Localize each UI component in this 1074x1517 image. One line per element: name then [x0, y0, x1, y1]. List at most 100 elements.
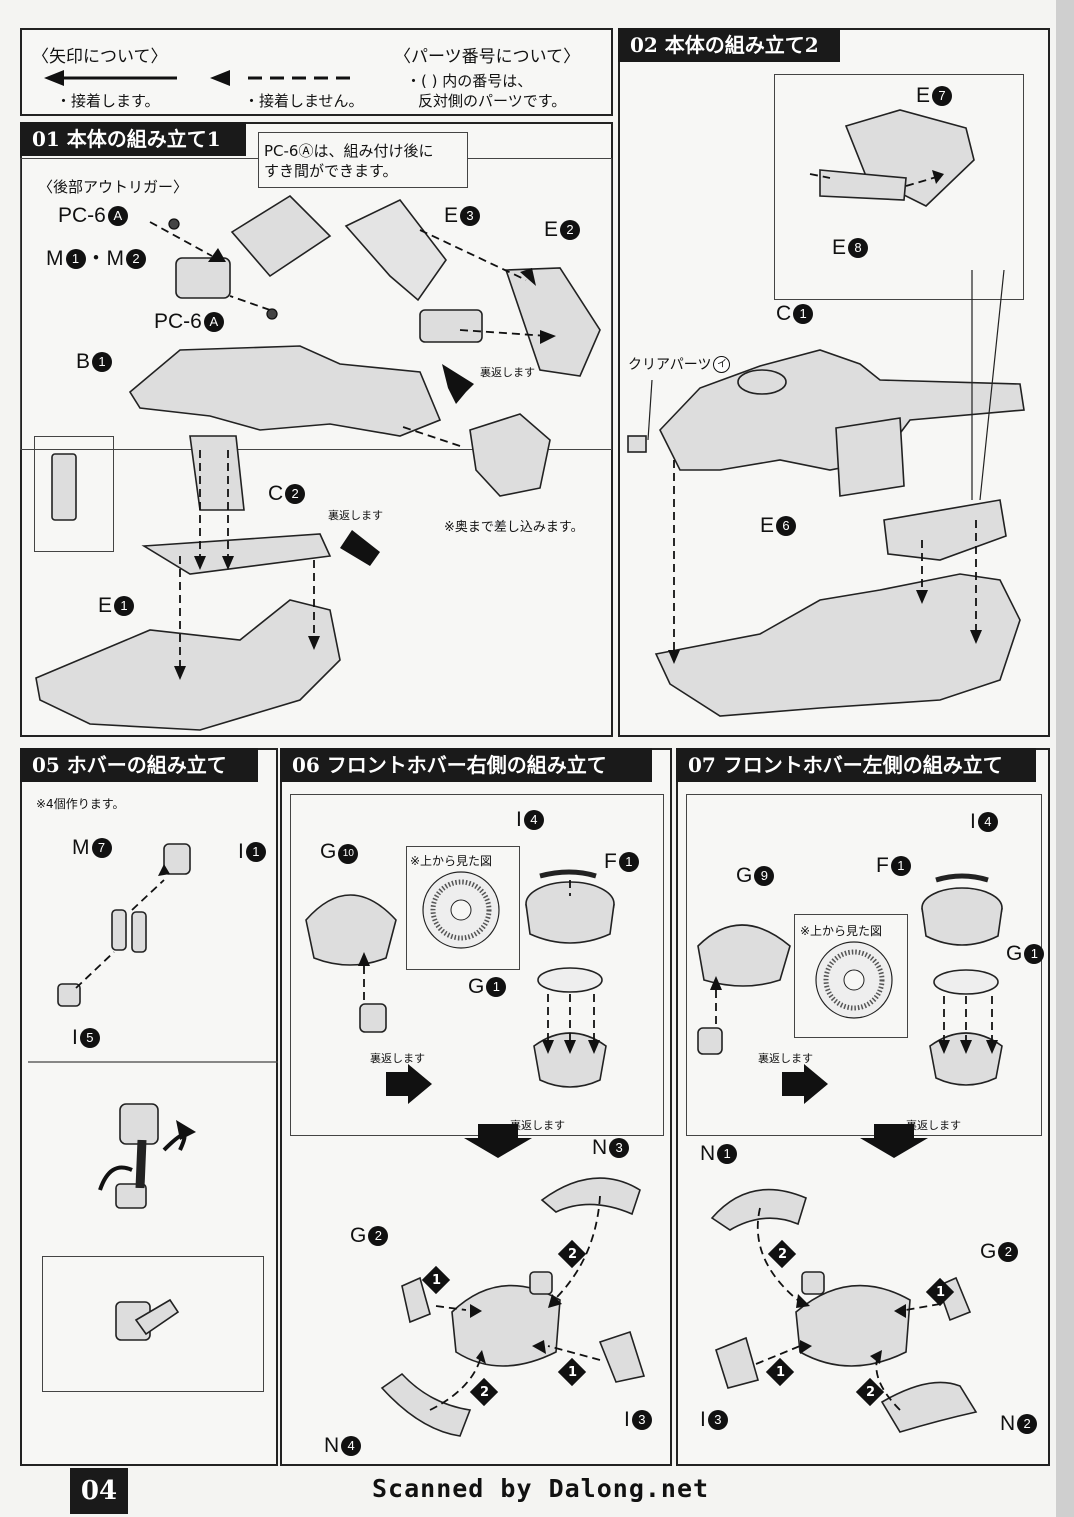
e3-marker: 3: [460, 206, 481, 226]
s06-i4-marker: 4: [523, 810, 544, 830]
clear-part-marker: イ: [713, 356, 731, 373]
pc6a-top-text: PC-6: [58, 204, 106, 227]
s06-g2-text: G: [350, 1224, 367, 1247]
arrow-legend-title: 〈矢印について〉: [32, 47, 168, 67]
c2-marker: 2: [285, 484, 306, 504]
n2-text: N: [1000, 1412, 1016, 1435]
clear-part-label: クリアパーツイ: [628, 354, 731, 374]
s06-g1-text: G: [468, 975, 485, 998]
s06-g2-marker: 2: [368, 1226, 389, 1246]
s07-i4-text: I: [970, 810, 976, 833]
s06-i4-text: I: [516, 808, 522, 831]
s07-f1-text: F: [876, 854, 889, 877]
m1-text: M: [46, 247, 64, 270]
detail-inset: [34, 436, 114, 552]
m2-text: ・M: [85, 247, 125, 270]
s06-flip-arrow-1: [386, 1064, 432, 1104]
e6-text: E: [760, 514, 775, 537]
s07-g2-text: G: [980, 1240, 997, 1263]
arrow-legend: 〈矢印について〉 ・接着します。 ・接着しません。 〈パーツ番号について〉 ・(…: [20, 28, 613, 116]
flip-arrow-2: [340, 530, 380, 566]
g9-text: G: [736, 864, 753, 887]
section-02-title: 02 本体の組み立て2: [618, 28, 840, 62]
c1-marker: 1: [793, 304, 814, 324]
hover-detail-box: [42, 1256, 264, 1392]
n4-marker: 4: [341, 1436, 362, 1456]
parts-legend-line2: 反対側のパーツです。: [418, 92, 567, 110]
e8-marker: 8: [848, 238, 869, 258]
g10-marker: 10: [338, 844, 359, 864]
i5-marker: 5: [79, 1028, 100, 1048]
n1-text: N: [700, 1142, 716, 1165]
e3-text: E: [444, 204, 459, 227]
s07-f1-marker: 1: [890, 856, 911, 876]
g10-text: G: [320, 840, 337, 863]
s07-step-2a-text: 2: [778, 1247, 788, 1262]
s06-step-1b-text: 1: [568, 1365, 578, 1380]
s07-g1-marker: 1: [1024, 944, 1045, 964]
s07-topview-disc: [815, 941, 893, 1019]
arrow-noglue-text: ・接着しません。: [244, 92, 364, 110]
make-four-note: ※4個作ります。: [36, 797, 125, 811]
section-07-title: 07 フロントホバー左側の組み立て: [676, 748, 1036, 782]
flip-note-2: 裏返します: [328, 509, 383, 522]
arrow-glue-text: ・接着します。: [56, 92, 160, 110]
flip-note-1: 裏返します: [480, 366, 535, 379]
gap-note-box: [258, 132, 468, 188]
n4-text: N: [324, 1434, 340, 1457]
s07-step-1a-text: 1: [936, 1285, 946, 1300]
c1-text: C: [776, 302, 792, 325]
m1-marker: 1: [65, 249, 86, 269]
s07-step-1b-text: 1: [776, 1365, 786, 1380]
b1-marker: 1: [92, 352, 113, 372]
b1-text: B: [76, 350, 91, 373]
scan-credit: Scanned by Dalong.net: [372, 1474, 710, 1503]
s06-flip-arrow-2: [464, 1124, 532, 1158]
e7-marker: 7: [932, 86, 953, 106]
section-06-title: 06 フロントホバー右側の組み立て: [280, 748, 652, 782]
pc6a-bottom-marker: A: [203, 312, 224, 332]
s07-g1-text: G: [1006, 942, 1023, 965]
m7-marker: 7: [91, 838, 112, 858]
parts-legend-title: 〈パーツ番号について〉: [394, 47, 581, 67]
s06-topview-disc: [422, 871, 500, 949]
section-06-top-subpanel: [290, 794, 664, 1136]
s07-flip-arrow-2: [860, 1124, 928, 1158]
n3-text: N: [592, 1136, 608, 1159]
section-01-title: 01 本体の組み立て1: [20, 122, 246, 156]
i1-text: I: [238, 840, 244, 863]
s07-i3-marker: 3: [707, 1410, 728, 1430]
s06-i3-text: I: [624, 1408, 630, 1431]
s06-step-2a-text: 2: [568, 1247, 578, 1262]
gap-note-line1: PC-6Ⓐは、組み付け後に: [264, 142, 434, 160]
s06-g1-marker: 1: [486, 977, 507, 997]
parts-legend-line1: ・( ) 内の番号は、: [406, 72, 533, 90]
i1-marker: 1: [245, 842, 266, 862]
s07-flip-arrow-1: [782, 1064, 828, 1104]
s06-topview-caption: ※上から見た図: [410, 854, 493, 868]
